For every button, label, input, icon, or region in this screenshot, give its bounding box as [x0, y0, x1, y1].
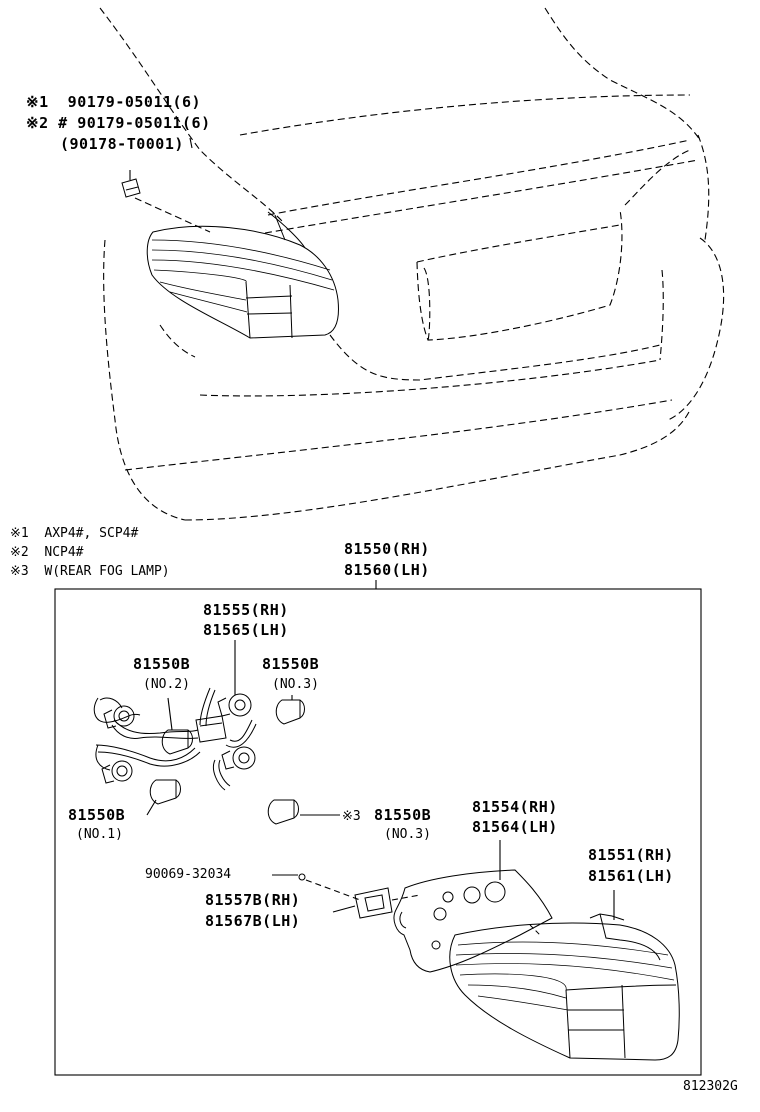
note-3: ※3 W(REAR FOG LAMP) [10, 564, 170, 579]
top-callout-line1: ※1 90179-05011(6) [26, 93, 202, 111]
car-rear-outline [99, 7, 725, 521]
gasket-icon [393, 869, 553, 973]
car-tail-lamp [146, 211, 339, 339]
clip-icon [121, 178, 141, 198]
bulb-no2-number: 81550B [133, 655, 191, 673]
diagram-code: 812302G [683, 1079, 738, 1094]
bulb-no3-fog-sub: (NO.3) [384, 827, 431, 842]
cover-lh-label: 81567B(LH) [205, 912, 301, 930]
bulb-socket-icon [101, 693, 256, 784]
bulb-icon [149, 699, 305, 825]
bulb-no3-top-sub: (NO.3) [272, 677, 319, 692]
note-2: ※2 NCP4# [10, 545, 84, 560]
screw-icon [298, 873, 306, 881]
bulb-no3-fog-number: 81550B [374, 806, 432, 824]
gasket-rh-label: 81554(RH) [472, 798, 558, 816]
lens-lh-label: 81561(LH) [588, 867, 674, 885]
cover-rh-label: 81557B(RH) [205, 891, 301, 909]
bulb-no1-sub: (NO.1) [76, 827, 123, 842]
note-1: ※1 AXP4#, SCP4# [10, 526, 139, 541]
bulb-no3-top-number: 81550B [262, 655, 320, 673]
top-callout-line2: ※2 # 90179-05011(6) [26, 114, 211, 132]
bulb-no1-number: 81550B [68, 806, 126, 824]
lens-rh-label: 81551(RH) [588, 846, 674, 864]
assembly-lh-label: 81560(LH) [344, 561, 430, 579]
lens-icon [449, 913, 680, 1061]
socket-cover-icon [354, 887, 393, 919]
screw-label: 90069-32034 [145, 867, 232, 882]
top-callout-line3: (90178-T0001) [60, 135, 184, 153]
socket-lh-label: 81565(LH) [203, 621, 289, 639]
gasket-lh-label: 81564(LH) [472, 818, 558, 836]
assembly-box [54, 588, 702, 1076]
assembly-rh-label: 81550(RH) [344, 540, 430, 558]
fog-mark: ※3 [342, 809, 361, 824]
bulb-no2-sub: (NO.2) [143, 677, 190, 692]
connector-icon [195, 715, 227, 743]
socket-rh-label: 81555(RH) [203, 601, 289, 619]
